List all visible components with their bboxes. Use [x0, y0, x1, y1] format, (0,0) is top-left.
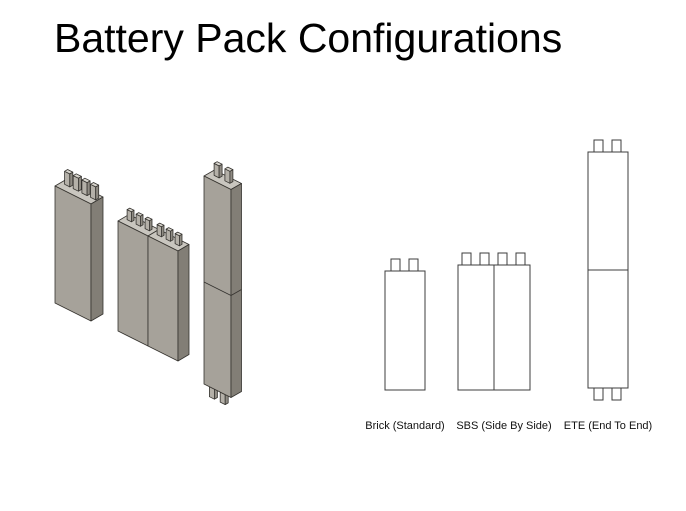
- label-sbs-side-by-side: SBS (Side By Side): [456, 420, 552, 432]
- brick3d-terminal-tab: [81, 177, 91, 197]
- sbs3d-terminal-tab: [165, 227, 174, 242]
- outline-sbs: [457, 252, 531, 391]
- tab-side-face: [229, 169, 234, 184]
- brick3d-terminal-tab: [72, 173, 82, 192]
- ete3d-front-face: [203, 175, 232, 398]
- ete3d-side-face: [230, 183, 242, 398]
- brick2d-terminal-tab: [390, 258, 401, 273]
- sbs3d-terminal-tab: [156, 222, 165, 238]
- tab-side-face: [178, 233, 183, 247]
- tab-side-face: [218, 163, 223, 179]
- tab-top-face: [174, 231, 183, 237]
- ete2d-bottom-terminal-tab: [611, 386, 622, 401]
- tab-top-face: [224, 166, 234, 172]
- tab-top-face: [90, 182, 100, 188]
- brick3d-terminal-tab: [64, 169, 74, 188]
- sbs3d-terminal-tab: [144, 216, 153, 232]
- ete3d-top-terminal-tab: [224, 166, 234, 184]
- tab-top-face: [165, 227, 174, 232]
- label-brick-standard: Brick (Standard): [365, 420, 445, 432]
- iso-battery-ete: [203, 161, 242, 406]
- ete2d-bottom-terminal-tab: [593, 386, 604, 401]
- tab-side-face: [95, 184, 100, 201]
- sbs2d-terminal-tab: [515, 252, 526, 267]
- brick2d-terminal-tab: [408, 258, 419, 273]
- tab-top-face: [135, 212, 144, 217]
- tab-side-face: [130, 209, 135, 223]
- tab-top-face: [72, 173, 82, 179]
- tab-top-face: [126, 207, 135, 213]
- tab-side-face: [169, 229, 174, 242]
- brick3d-side-face: [90, 196, 104, 322]
- tab-top-face: [213, 161, 223, 167]
- ete2d-top-terminal-tab: [611, 139, 622, 154]
- sbs2d-terminal-tab: [479, 252, 490, 267]
- page-title: Battery Pack Configurations: [54, 15, 563, 61]
- tab-top-face: [144, 216, 153, 222]
- tab-top-face: [156, 222, 165, 228]
- sbs3d-side-face: [177, 244, 190, 362]
- outline-brick: [384, 258, 426, 391]
- sbs2d-body-left: [457, 264, 495, 391]
- label-ete-end-to-end: ETE (End To End): [563, 420, 653, 432]
- ete3d-top-terminal-tab: [213, 161, 223, 179]
- sbs3d-terminal-tab: [126, 207, 135, 223]
- tab-side-face: [78, 175, 82, 192]
- sbs2d-body-right: [493, 264, 531, 391]
- sbs2d-terminal-tab: [461, 252, 472, 267]
- sbs3d-front-face-left: [117, 220, 149, 347]
- tab-side-face: [86, 180, 91, 197]
- ete2d-top-terminal-tab: [593, 139, 604, 154]
- tab-side-face: [160, 224, 165, 238]
- sbs3d-front-face-right: [147, 235, 179, 362]
- iso-battery-sbs: [117, 207, 190, 362]
- iso-battery-brick: [54, 169, 104, 322]
- sbs3d-terminal-tab: [174, 231, 183, 247]
- tab-top-face: [81, 177, 91, 184]
- tab-top-face: [64, 169, 74, 175]
- brick2d-body: [384, 270, 426, 391]
- outline-ete: [587, 139, 629, 401]
- brick3d-terminal-tab: [90, 182, 100, 201]
- sbs3d-terminal-tab: [135, 212, 144, 227]
- sbs2d-terminal-tab: [497, 252, 508, 267]
- brick3d-front-face: [54, 185, 92, 322]
- tab-side-face: [139, 214, 144, 227]
- ete3d-joint-seam-front: [203, 281, 232, 296]
- tab-side-face: [69, 171, 74, 188]
- ete3d-joint-seam-side: [230, 289, 242, 296]
- tab-side-face: [148, 218, 153, 232]
